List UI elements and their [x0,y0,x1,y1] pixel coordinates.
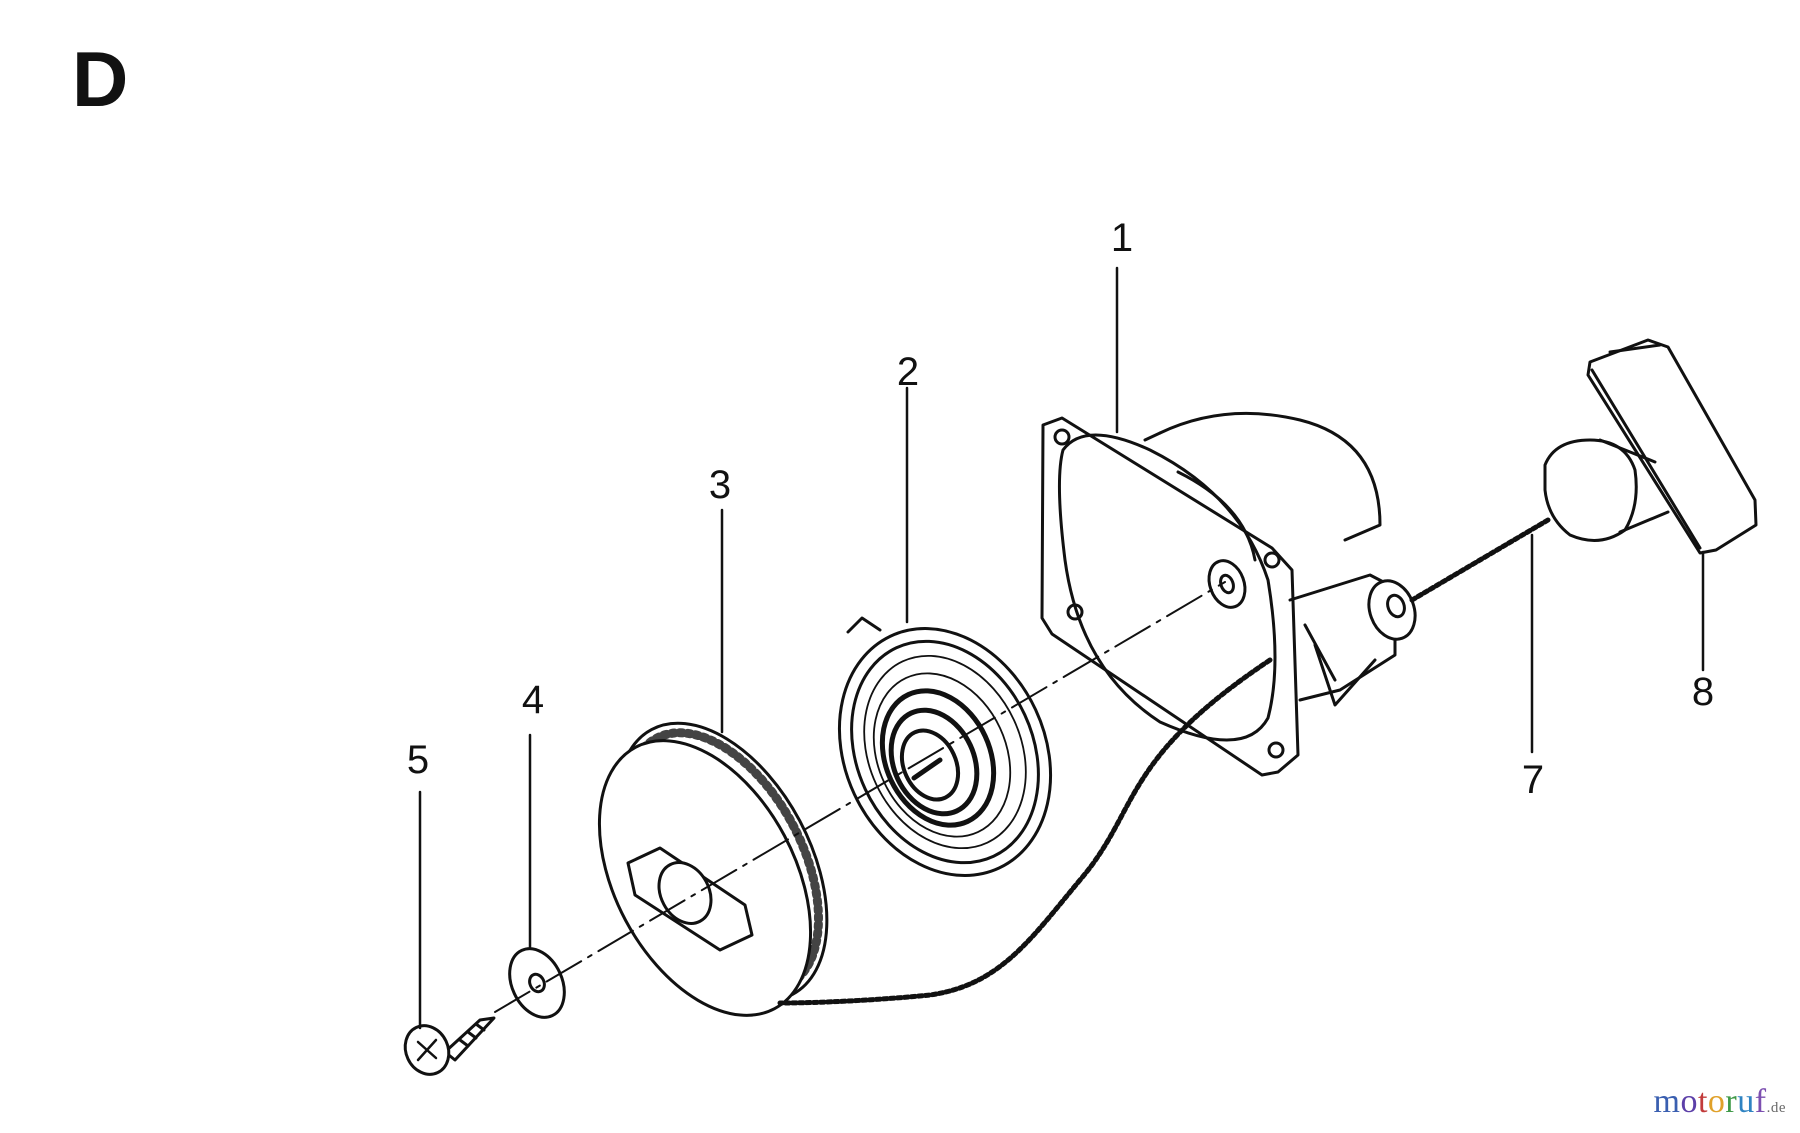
callout-label-7: 7 [1521,758,1545,802]
starter-housing-part [1040,411,1417,777]
callout-label-4: 4 [521,678,545,722]
recoil-spring-part [837,616,1053,877]
callout-label-5: 5 [406,738,430,782]
watermark-tld: .de [1766,1100,1786,1116]
screw-part [403,1016,496,1076]
assembly-axis-line [494,581,1226,1013]
callout-label-2: 2 [896,350,920,394]
watermark-letter: r [1725,1083,1738,1120]
watermark-letter: m [1653,1083,1681,1120]
section-label: D [72,35,129,123]
callout-label-3: 3 [708,463,732,507]
site-watermark: motoruf.de [1654,1085,1786,1119]
washer-part [508,947,566,1019]
watermark-letter: f [1754,1083,1767,1120]
callout-label-8: 8 [1691,670,1715,714]
watermark-letter: o [1680,1083,1698,1120]
rope-pulley-part [597,721,829,1017]
watermark-letter: t [1697,1083,1708,1120]
starter-handle-part [1543,338,1758,555]
watermark-wordmark: motoruf [1654,1083,1767,1120]
watermark-letter: u [1737,1083,1755,1120]
watermark-letter: o [1707,1083,1726,1120]
leader-lines [418,266,1705,1030]
callout-label-1: 1 [1110,216,1134,260]
starter-rope-part [777,517,1551,1006]
